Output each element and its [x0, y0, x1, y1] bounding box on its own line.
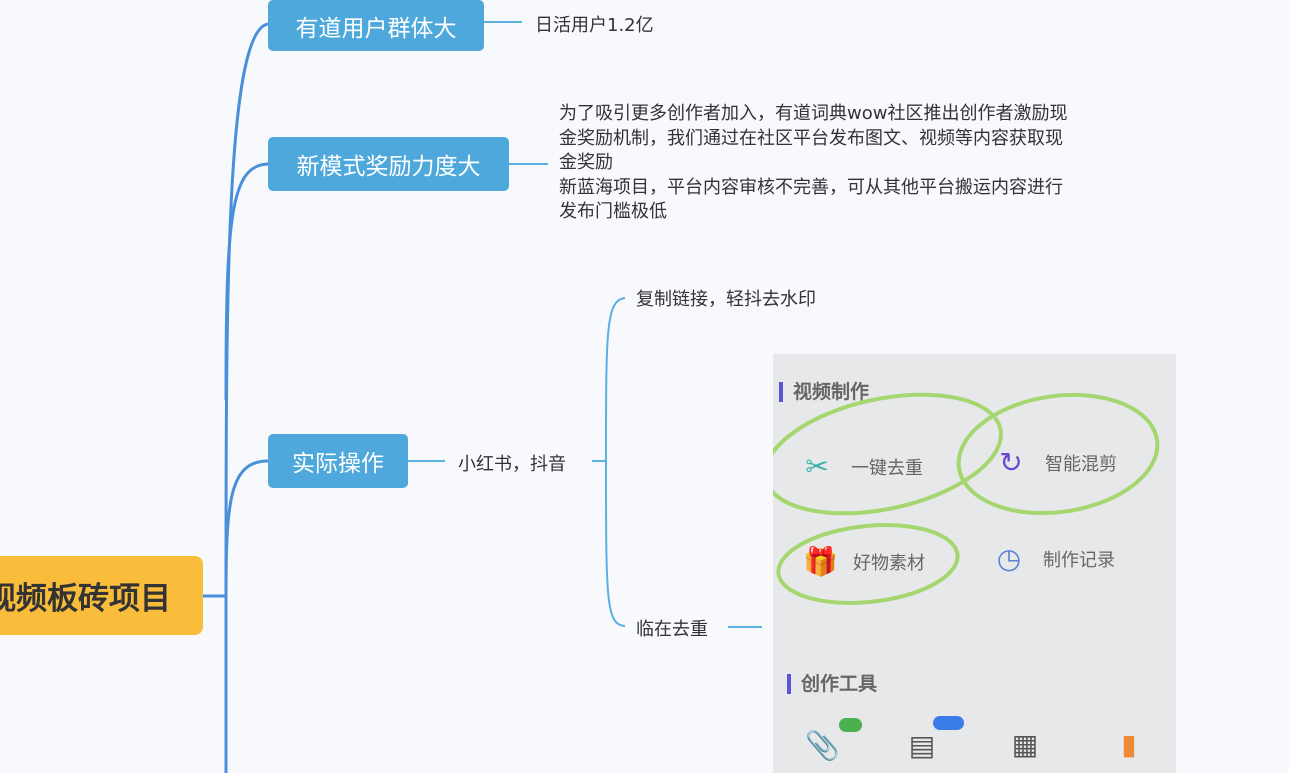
topic-youdao-users[interactable]: 有道用户群体大 [268, 0, 484, 51]
refresh-icon: ↻ [999, 446, 1023, 479]
leaf-reward-desc[interactable]: 为了吸引更多创作者加入，有道词典wow社区推出创作者激励现金奖励机制，我们通过在… [559, 102, 1074, 225]
item-label: 智能混剪 [1045, 453, 1117, 475]
section-video-production: 视频制作 [779, 382, 869, 402]
topic-label: 新模式奖励力度大 [296, 154, 481, 180]
topic-label: 实际操作 [292, 451, 384, 477]
item-smart-mix: ↻ 智能混剪 [995, 446, 1117, 479]
gift-icon: 🎁 [803, 545, 838, 578]
item-label: 一键去重 [851, 457, 923, 479]
badge-blue [933, 716, 965, 730]
topic-label: 有道用户群体大 [295, 15, 457, 42]
badge-green [839, 718, 862, 732]
item-label: 好物素材 [853, 552, 925, 574]
subtopic-platforms[interactable]: 小红书，抖音 [458, 454, 566, 475]
leaf-dedupe[interactable]: 临在去重 [636, 619, 708, 640]
root-topic[interactable]: 视频板砖项目 [0, 556, 203, 635]
item-goods-material: 🎁 好物素材 [803, 545, 925, 578]
green-circle-annotations [773, 392, 1160, 605]
item-production-record: ◷ 制作记录 [993, 542, 1115, 575]
grid-icon: ▦ [1011, 728, 1039, 761]
reward-desc-2: 新蓝海项目，平台内容审核不完善，可从其他平台搬运内容进行发布门槛极低 [559, 176, 1063, 223]
topic-operation[interactable]: 实际操作 [268, 434, 408, 488]
embedded-app-screenshot: 视频制作 ✂一键去重 ↻智能混剪 🎁好物素材 ◷制作记录 创作工具 📎 ▤ ▦ … [773, 354, 1176, 773]
clock-icon: ◷ [996, 542, 1022, 575]
scissors-icon: ✂ [805, 450, 829, 483]
topic-reward-model[interactable]: 新模式奖励力度大 [268, 137, 509, 191]
document-icon: ▮ [1121, 728, 1137, 761]
calendar-icon: ▤ [908, 729, 936, 762]
item-one-click-dedupe: ✂ 一键去重 [801, 450, 923, 483]
reward-desc-1: 为了吸引更多创作者加入，有道词典wow社区推出创作者激励现金奖励机制，我们通过在… [559, 103, 1068, 173]
root-topic-label: 视频板砖项目 [0, 581, 171, 617]
section-creation-tools: 创作工具 [787, 674, 877, 694]
paperclip-icon: 📎 [805, 729, 840, 762]
leaf-copy-link[interactable]: 复制链接，轻抖去水印 [636, 289, 816, 310]
leaf-daily-users[interactable]: 日活用户1.2亿 [535, 15, 654, 36]
item-label: 制作记录 [1043, 549, 1115, 571]
